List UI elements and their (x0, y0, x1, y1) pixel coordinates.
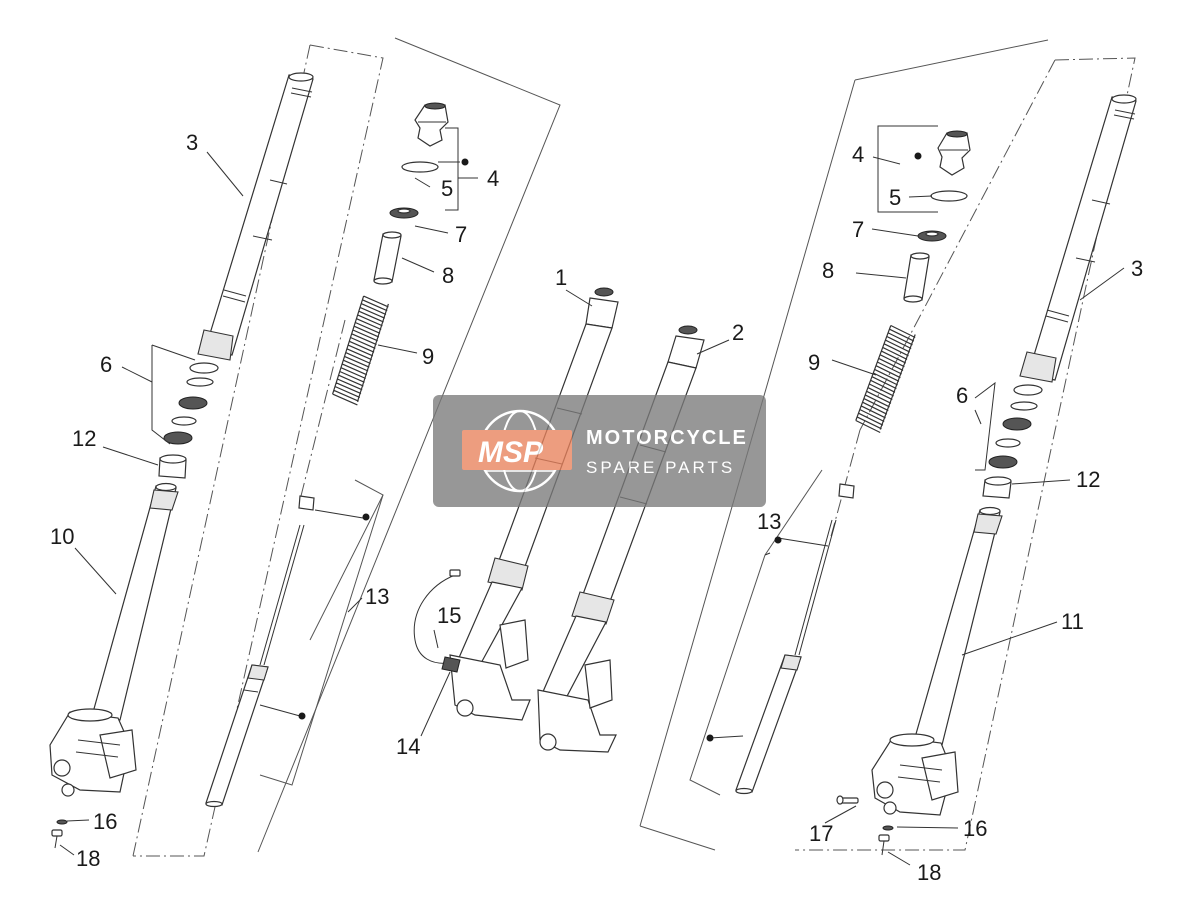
callout-13-middle: 13 (365, 584, 389, 609)
callout-9-middle: 9 (422, 344, 434, 369)
callout-7-middle: 7 (455, 222, 467, 247)
left-seal-kit-6 (163, 362, 219, 445)
middle-spacer-8 (373, 231, 402, 285)
right-damper-13 (735, 483, 855, 795)
callout-labels: 1 2 3 3 4 4 5 5 6 6 7 7 8 8 9 9 10 11 12… (50, 130, 1143, 885)
right-cartridge (689, 130, 971, 796)
right-lower-tube-11 (871, 506, 1003, 816)
right-spring-9 (855, 324, 916, 434)
watermark-line1: MOTORCYCLE (586, 427, 748, 449)
callout-3-left: 3 (186, 130, 198, 155)
sensor-cable-15 (413, 569, 461, 664)
callout-4-middle: 4 (487, 166, 499, 191)
sensor-14 (441, 656, 461, 673)
right-bushing-12 (982, 476, 1012, 499)
middle-spring-9 (332, 295, 389, 406)
watermark-line2: SPARE PARTS (586, 458, 735, 477)
middle-nut-7 (389, 207, 419, 219)
watermark-logo-box (462, 430, 572, 470)
middle-cartridge (205, 102, 449, 808)
callout-1: 1 (555, 265, 567, 290)
right-oring-5 (930, 190, 968, 202)
callout-4-right: 4 (852, 142, 864, 167)
callout-6-left: 6 (100, 352, 112, 377)
callout-15: 15 (437, 603, 461, 628)
callout-16-right: 16 (963, 816, 987, 841)
watermark-logo: MSP (478, 436, 544, 469)
callout-18-right: 18 (917, 860, 941, 885)
callout-9-right: 9 (808, 350, 820, 375)
left-lower-tube-10 (49, 482, 179, 797)
callout-7-right: 7 (852, 217, 864, 242)
left-screw-18 (51, 829, 63, 849)
right-fork (836, 94, 1137, 856)
callout-10: 10 (50, 524, 74, 549)
callout-6-right: 6 (956, 383, 968, 408)
callout-16-left: 16 (93, 809, 117, 834)
right-upper-tube-3 (1019, 94, 1137, 383)
callout-12-left: 12 (72, 426, 96, 451)
right-cap-4 (937, 130, 971, 176)
left-bushing-12 (158, 454, 187, 479)
reference-dots (298, 152, 922, 742)
watermark-box (433, 395, 766, 507)
right-spacer-8 (903, 252, 930, 303)
left-fork (49, 72, 314, 849)
middle-oring-5 (401, 161, 439, 173)
callout-13-right: 13 (757, 509, 781, 534)
leader-lines (59, 125, 1125, 866)
callout-18-left: 18 (76, 846, 100, 871)
watermark: MSP MOTORCYCLE SPARE PARTS (433, 395, 766, 507)
callout-3-right: 3 (1131, 256, 1143, 281)
callout-17: 17 (809, 821, 833, 846)
middle-damper-13 (205, 495, 315, 808)
pin-17 (836, 795, 859, 805)
right-screw-18 (878, 834, 890, 856)
callout-2: 2 (732, 320, 744, 345)
callout-5-middle: 5 (441, 176, 453, 201)
left-upper-tube-3 (197, 72, 314, 361)
right-seal-kit-6 (988, 384, 1043, 469)
left-washer-16 (56, 819, 68, 825)
callout-12-right: 12 (1076, 467, 1100, 492)
middle-cap-4 (414, 102, 449, 147)
right-washer-16 (882, 825, 894, 831)
right-nut-7 (917, 230, 947, 242)
callout-8-right: 8 (822, 258, 834, 283)
callout-8-middle: 8 (442, 263, 454, 288)
callout-14: 14 (396, 734, 420, 759)
callout-11: 11 (1061, 609, 1084, 634)
callout-5-right: 5 (889, 185, 901, 210)
